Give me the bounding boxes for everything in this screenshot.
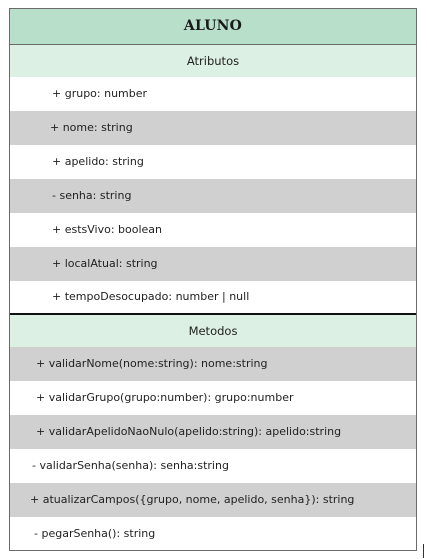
- class-title: ALUNO: [10, 9, 416, 45]
- attribute-row: + localAtual: string: [10, 247, 416, 281]
- attribute-row: + nome: string: [10, 111, 416, 145]
- methods-section: Metodos + validarNome(nome:string): nome…: [10, 315, 416, 550]
- attribute-row: + grupo: number: [52, 87, 148, 100]
- attribute-row: - senha: string: [10, 179, 416, 213]
- method-row: + validarApelidoNaoNulo(apelido:string):…: [10, 415, 416, 449]
- method-row: - pegarSenha(): string: [34, 527, 156, 540]
- attribute-row: + estsVivo: boolean: [52, 223, 163, 236]
- attributes-header: Atributos: [10, 45, 416, 77]
- method-row: - validarSenha(senha): senha:string: [32, 459, 229, 472]
- uml-class-box: ALUNO Atributos + grupo: number + nome: …: [9, 8, 417, 551]
- attribute-row: + tempoDesocupado: number | null: [52, 290, 250, 303]
- method-row: + validarGrupo(grupo:number): grupo:numb…: [36, 391, 294, 404]
- attribute-row: + apelido: string: [52, 155, 144, 168]
- methods-header: Metodos: [10, 315, 416, 347]
- method-row: + atualizarCampos({grupo, nome, apelido,…: [10, 483, 416, 517]
- attributes-list: + grupo: number + nome: string + apelido…: [10, 77, 416, 313]
- section-divider: [10, 313, 416, 315]
- text-cursor-mark: [423, 544, 424, 558]
- method-row: + validarNome(nome:string): nome:string: [10, 347, 416, 381]
